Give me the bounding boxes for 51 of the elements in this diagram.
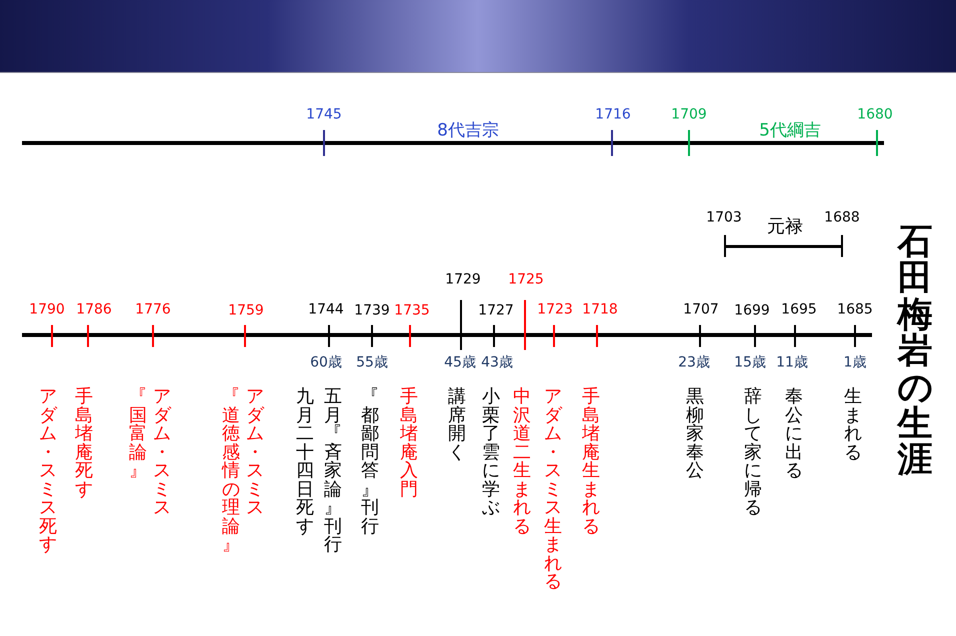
year-label: 1729 [445, 272, 481, 288]
event-text: 黒柳家奉公 [686, 388, 704, 481]
reign-label: 5代綱吉 [759, 122, 821, 140]
event-text: 奉公に出る [785, 388, 803, 481]
year-label: 1718 [582, 302, 618, 318]
event-text: 中沢道二生まれる [513, 388, 531, 536]
event-text: 生まれる [844, 388, 862, 462]
era-label: 元禄 [767, 217, 803, 237]
reign-label: 8代吉宗 [437, 122, 499, 140]
event-text: アダム・スミス生まれる [544, 388, 562, 592]
age-label: 60歳 [310, 355, 342, 371]
year-label: 1680 [857, 107, 893, 123]
year-label: 1709 [671, 107, 707, 123]
year-label: 1688 [824, 210, 860, 226]
age-label: 1歳 [844, 355, 866, 371]
year-label: 1735 [394, 303, 430, 319]
event-text: 講席開く [448, 388, 466, 462]
year-label: 1716 [595, 107, 631, 123]
year-label: 1727 [478, 303, 514, 319]
year-label: 1725 [508, 272, 544, 288]
event-text: アダム・スミス『国富論』 [129, 388, 171, 520]
year-label: 1703 [706, 210, 742, 226]
year-label: 1790 [29, 302, 65, 318]
event-text: 手島堵庵生まれる [582, 388, 600, 536]
year-label: 1707 [683, 302, 719, 318]
title: 石田梅岩の生涯 [898, 224, 932, 479]
age-label: 45歳 [444, 355, 476, 371]
year-label: 1786 [76, 302, 112, 318]
year-label: 1739 [354, 303, 390, 319]
event-text: 小栗了雲に学ぶ [482, 388, 500, 518]
age-label: 43歳 [481, 355, 513, 371]
event-text: 九月二十四日死す [296, 388, 314, 536]
year-label: 1723 [537, 302, 573, 318]
event-text: 手島堵庵入門 [400, 388, 418, 500]
age-label: 15歳 [734, 355, 766, 371]
event-text: 五月『斉家論』刊行 [324, 388, 342, 555]
year-label: 1759 [228, 303, 264, 319]
year-label: 1699 [734, 303, 770, 319]
year-label: 1744 [308, 302, 344, 318]
event-text: 『都鄙問答』刊行 [361, 388, 379, 536]
event-text: アダム・スミス死す [39, 388, 57, 555]
age-label: 11歳 [776, 355, 808, 371]
year-label: 1776 [135, 302, 171, 318]
age-label: 55歳 [356, 355, 388, 371]
year-label: 1685 [837, 302, 873, 318]
year-label: 1745 [306, 107, 342, 123]
event-text: 手島堵庵死す [75, 388, 93, 500]
event-text: アダム・スミス『道徳感情の理論』 [222, 388, 264, 558]
year-label: 1695 [781, 302, 817, 318]
event-text: 辞して家に帰る [744, 388, 762, 518]
age-label: 23歳 [678, 355, 710, 371]
